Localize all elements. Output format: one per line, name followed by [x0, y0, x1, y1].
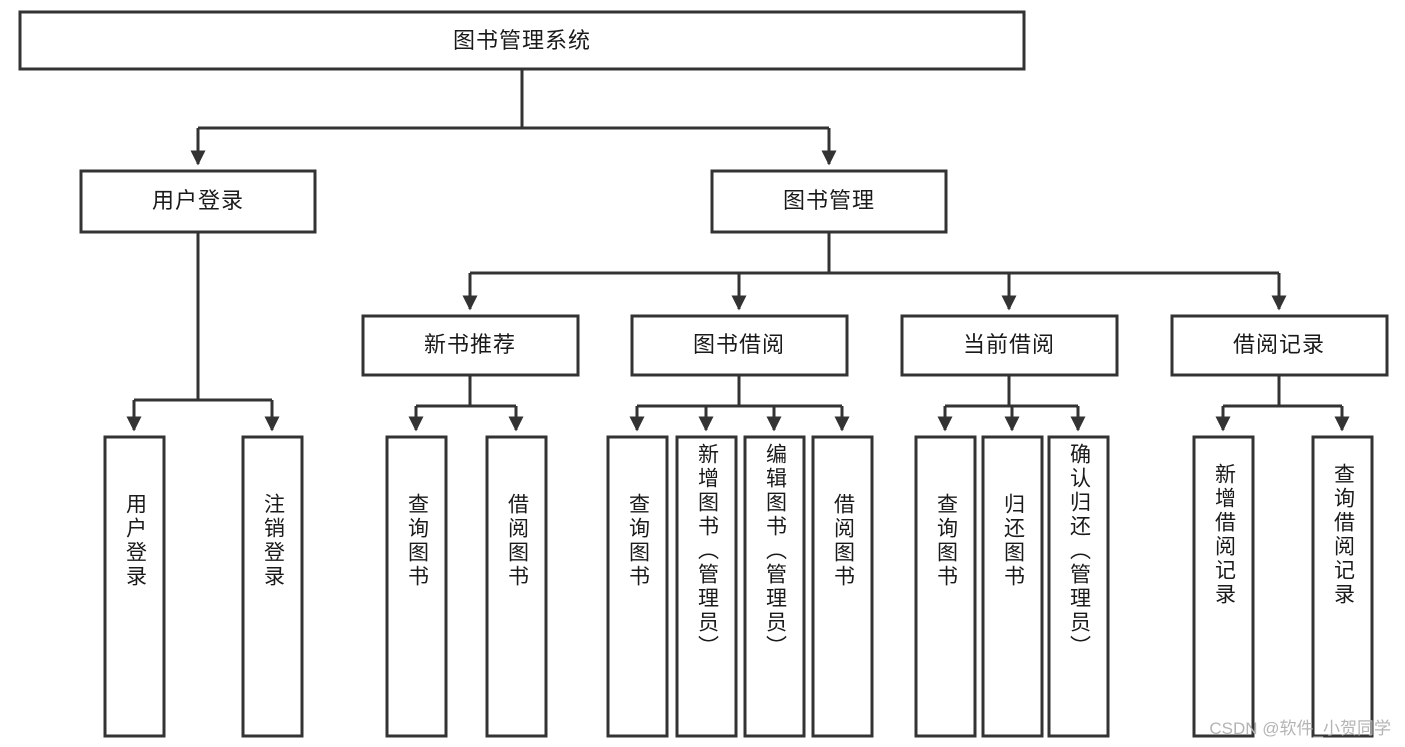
node-borrow-book-2-box[interactable] — [811, 435, 874, 738]
node-current-borrow-box[interactable] — [900, 314, 1119, 377]
node-book-manage-box[interactable] — [710, 169, 948, 234]
node-add-borrow-record-label: 新增借阅记录 — [1213, 463, 1237, 607]
node-borrow-book-1-label: 借阅图书 — [506, 493, 530, 589]
connector-group-new-book-recommend-to-leaves — [408, 375, 524, 432]
node-query-book-2-label: 查询图书 — [627, 493, 651, 589]
node-query-borrow-record-box[interactable] — [1311, 435, 1374, 738]
node-borrow-record[interactable]: 借阅记录 — [1170, 314, 1389, 377]
connector-group-current-borrow-to-leaves — [937, 375, 1086, 432]
node-borrow-book-1-box[interactable] — [485, 435, 548, 738]
node-borrow-book-2-label: 借阅图书 — [832, 493, 856, 589]
node-book-borrow-box[interactable] — [630, 314, 849, 377]
connector-group-book-borrow-to-leaves — [629, 375, 850, 432]
node-user-login-label: 用户登录 — [152, 188, 244, 213]
node-query-book-3-label: 查询图书 — [935, 493, 959, 589]
node-root-label: 图书管理系统 — [453, 28, 591, 53]
node-query-book-1-label: 查询图书 — [406, 493, 430, 589]
connector-group-user-login-to-leaves — [126, 232, 280, 432]
node-query-borrow-record-label: 查询借阅记录 — [1332, 463, 1356, 607]
leaf-box-group — [103, 435, 1374, 738]
node-book-manage[interactable]: 图书管理 — [710, 169, 948, 234]
connector-group-root-to-level2 — [190, 69, 837, 166]
node-query-book-2-box[interactable] — [606, 435, 669, 738]
node-root[interactable]: 图书管理系统 — [18, 10, 1026, 71]
node-add-book-label: 新增图书（管理员） — [696, 443, 720, 659]
node-borrow-record-box[interactable] — [1170, 314, 1389, 377]
node-query-book-3-box[interactable] — [914, 435, 977, 738]
node-edit-book-box[interactable] — [743, 435, 806, 738]
connector-group-borrow-record-to-leaves — [1215, 375, 1350, 432]
node-user-login-leaf-label: 用户登录 — [124, 493, 148, 589]
node-new-book-recommend[interactable]: 新书推荐 — [361, 314, 580, 377]
node-new-book-recommend-label: 新书推荐 — [424, 332, 516, 357]
node-user-login[interactable]: 用户登录 — [79, 169, 317, 234]
node-add-borrow-record-box[interactable] — [1192, 435, 1255, 738]
node-return-book-box[interactable] — [981, 435, 1044, 738]
node-book-borrow-label: 图书借阅 — [693, 332, 785, 357]
leaf-label-group: 用户登录 注销登录 查询图书 借阅图书 查询图书 新增图书（管理员） 编辑图书（… — [124, 443, 1356, 659]
node-confirm-return-box[interactable] — [1047, 435, 1110, 738]
node-user-login-box[interactable] — [79, 169, 317, 234]
node-new-book-recommend-box[interactable] — [361, 314, 580, 377]
node-book-borrow[interactable]: 图书借阅 — [630, 314, 849, 377]
node-borrow-record-label: 借阅记录 — [1233, 332, 1325, 357]
node-user-login-leaf-box[interactable] — [103, 435, 166, 738]
node-confirm-return-label: 确认归还（管理员） — [1068, 443, 1092, 659]
node-book-manage-label: 图书管理 — [783, 188, 875, 213]
node-root-box[interactable] — [18, 10, 1026, 71]
node-edit-book-label: 编辑图书（管理员） — [764, 443, 788, 659]
node-current-borrow-label: 当前借阅 — [963, 332, 1055, 357]
node-current-borrow[interactable]: 当前借阅 — [900, 314, 1119, 377]
node-add-book-box[interactable] — [675, 435, 738, 738]
connector-group-book-manage-to-level3 — [462, 232, 1287, 311]
node-user-logout-leaf-box[interactable] — [241, 435, 304, 738]
node-user-logout-leaf-label: 注销登录 — [262, 493, 286, 589]
node-return-book-label: 归还图书 — [1002, 493, 1026, 589]
node-query-book-1-box[interactable] — [385, 435, 448, 738]
